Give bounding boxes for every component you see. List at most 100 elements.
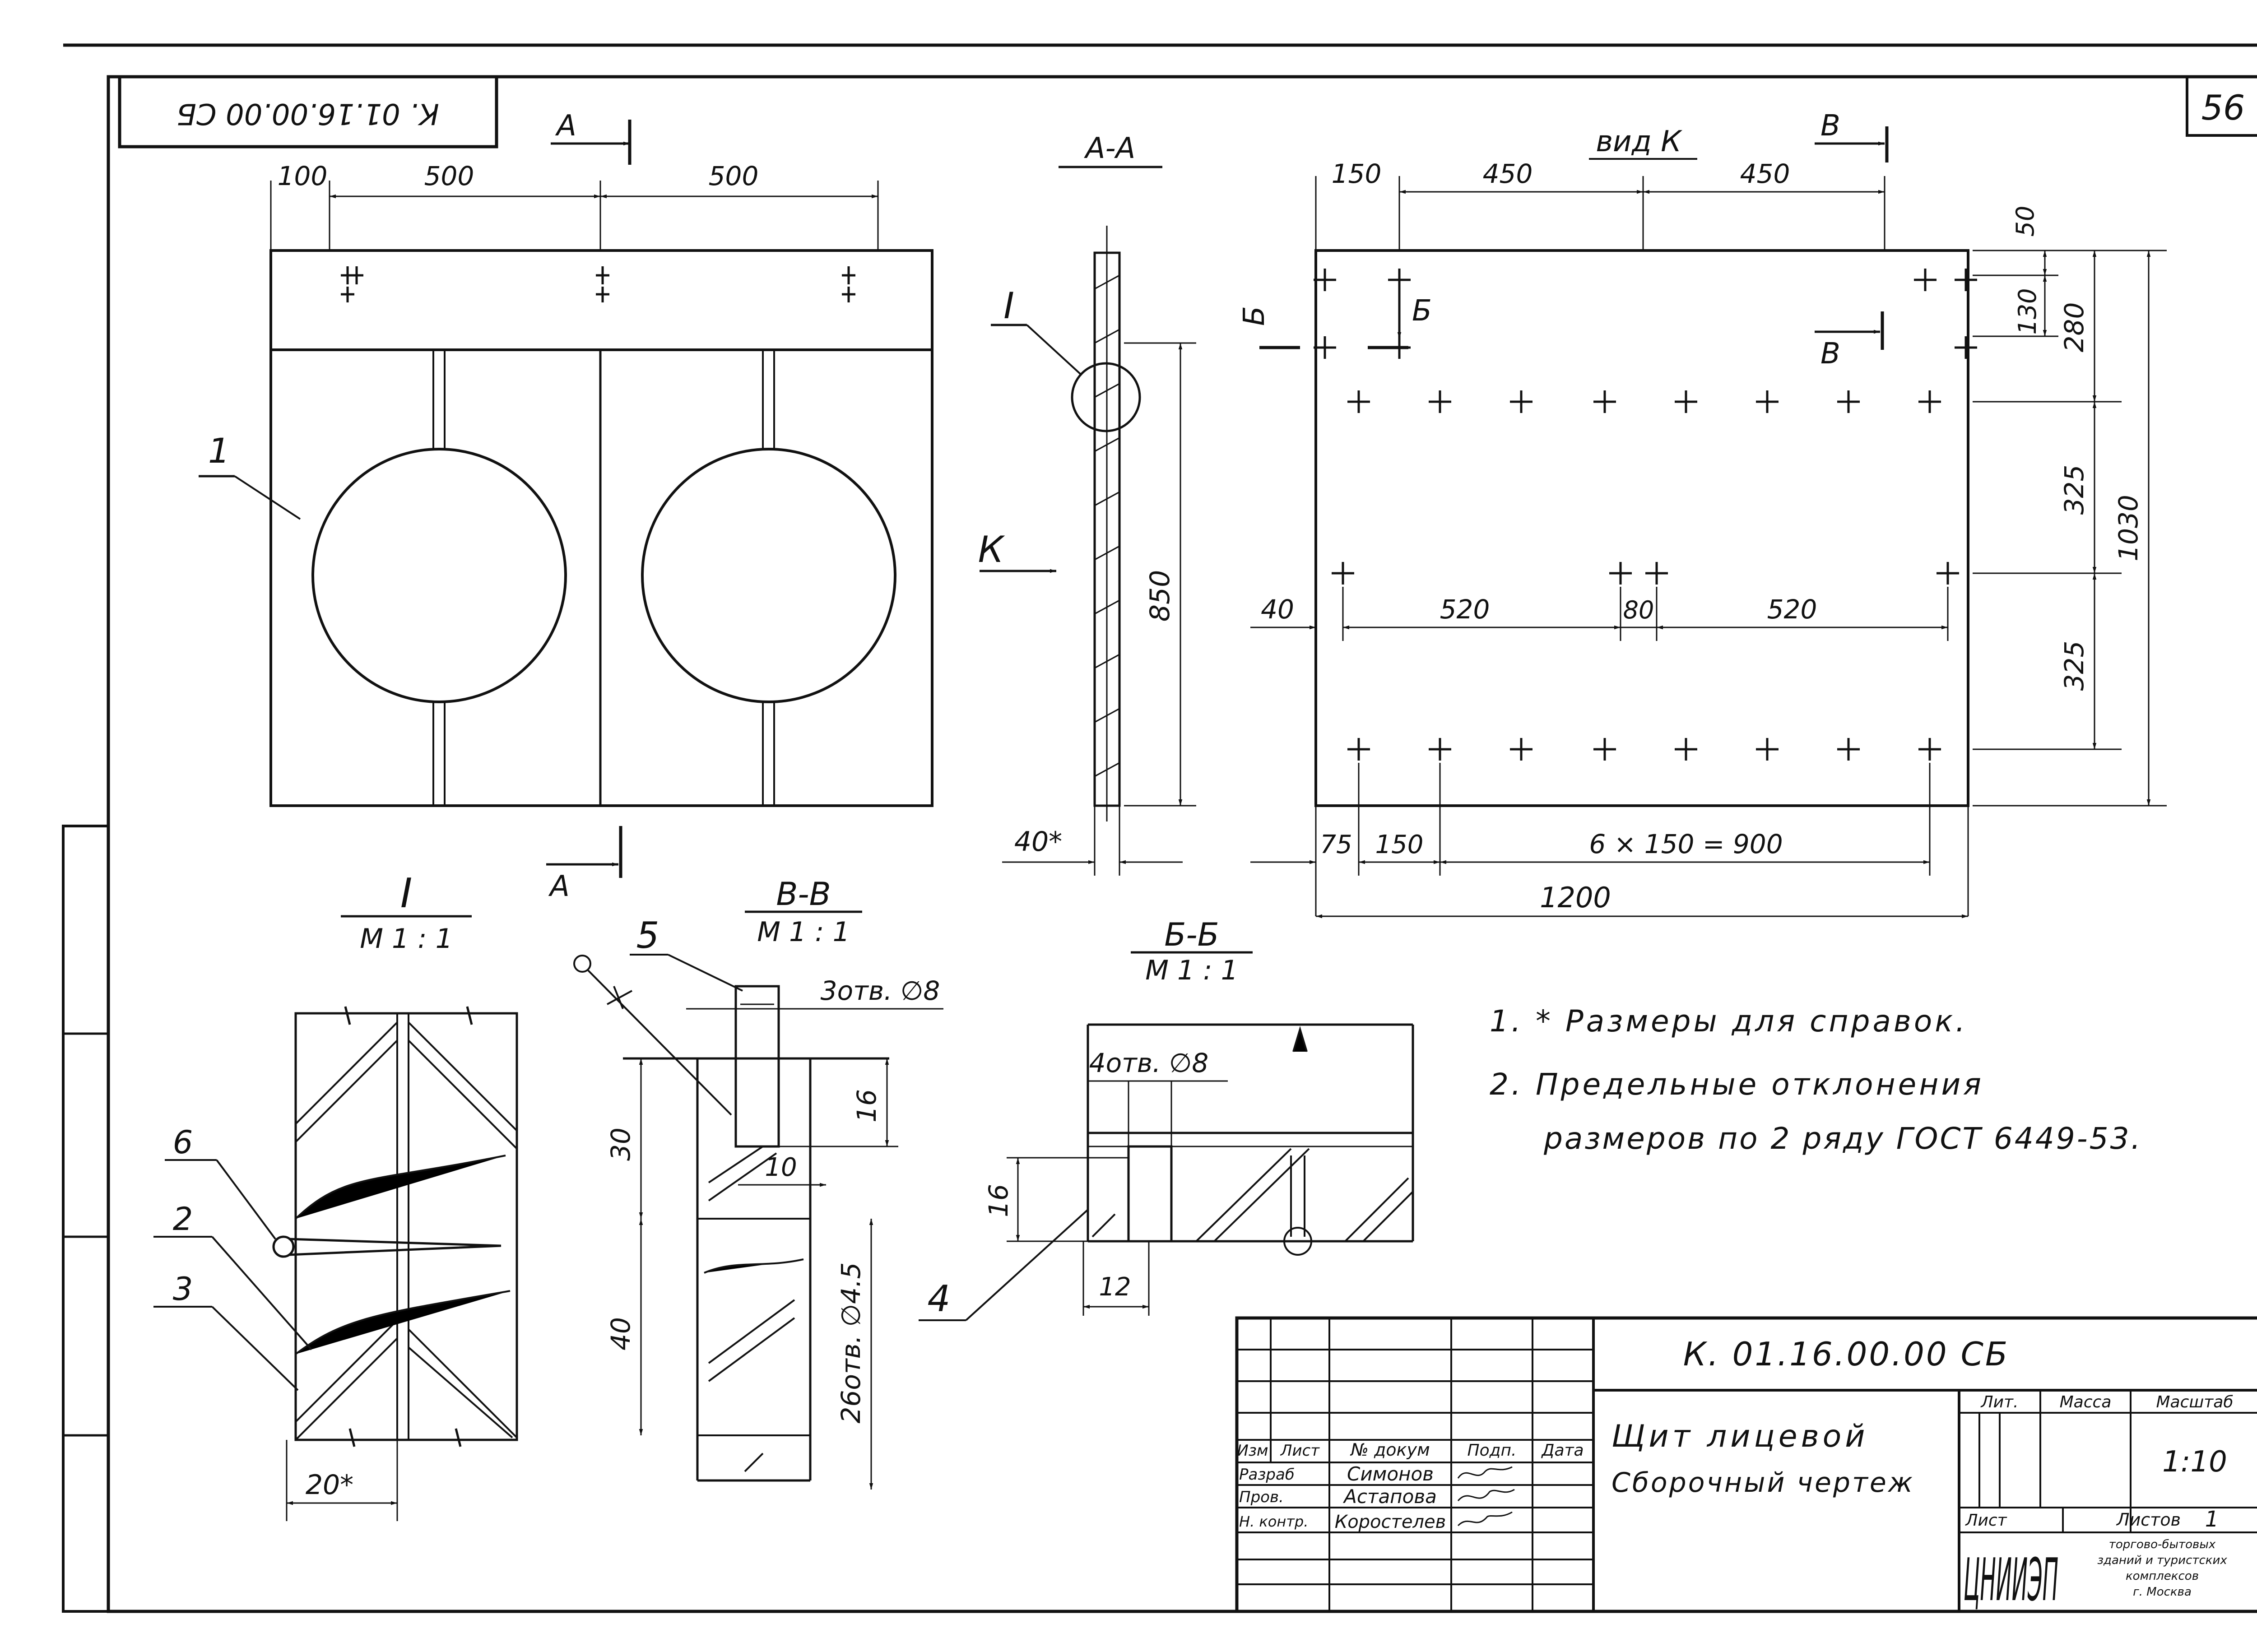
section-vv-dim-40: 40 <box>605 1317 636 1350</box>
tb-header-list: Лист <box>1280 1442 1320 1460</box>
tb-role-developer: Разраб <box>1239 1466 1295 1484</box>
section-b-b: Б-Б М 1 : 1 4отв. ∅8 16 12 4 <box>919 916 1414 1321</box>
section-aa-title: А-А <box>1084 132 1136 165</box>
note-2-continued: размеров по 2 ряду ГОСТ 6449-53. <box>1543 1121 2142 1156</box>
detail-i-scale: М 1 : 1 <box>360 923 453 955</box>
section-vv-scale: М 1 : 1 <box>757 916 850 948</box>
view-k-dim-40: 40 <box>1261 594 1294 625</box>
tb-sheets-value: 1 <box>2205 1507 2219 1532</box>
detail-i-label-2: 2 <box>173 1201 193 1238</box>
front-dim-500-a: 500 <box>424 161 474 191</box>
view-k-dim-1200: 1200 <box>1540 881 1611 914</box>
tb-org-logo: ЦНИИЭП <box>1964 1545 2058 1614</box>
section-vv-dim-16: 16 <box>851 1089 882 1123</box>
detail-i-label-6: 6 <box>173 1124 193 1161</box>
front-dim-100: 100 <box>278 161 328 191</box>
section-bb-scale: М 1 : 1 <box>1145 955 1238 986</box>
section-vv-dim-10: 10 <box>765 1153 797 1182</box>
tb-org-line-2: зданий и туристских <box>2097 1554 2227 1567</box>
view-k-dim-520-b: 520 <box>1767 594 1817 625</box>
view-k-dim-75: 75 <box>1320 830 1352 859</box>
tb-org-line-4: г. Москва <box>2133 1585 2192 1599</box>
detail-i: I М 1 : 1 6 2 3 20* <box>153 870 518 1521</box>
section-vv-title: В-В <box>776 876 831 913</box>
tb-header-izm: Изм <box>1237 1442 1268 1460</box>
view-k-section-b-right: Б <box>1412 294 1432 328</box>
section-bb-title: Б-Б <box>1164 916 1219 953</box>
section-aa-dim-40: 40* <box>1014 826 1062 858</box>
tb-mass-label: Масса <box>2060 1393 2112 1411</box>
front-part-label-1: 1 <box>208 431 230 471</box>
section-mark-a-top: А <box>555 109 576 143</box>
note-2: 2. Предельные отклонения <box>1490 1067 1984 1102</box>
section-a-a: А-А I К 850 40* <box>978 132 1196 876</box>
note-1: 1. * Размеры для справок. <box>1490 1004 1968 1039</box>
page-number: 56 <box>2201 88 2245 128</box>
tb-sheets-label: Листов <box>2116 1510 2181 1530</box>
section-bb-part-label-4: 4 <box>928 1278 951 1320</box>
tb-header-doc: № докум <box>1350 1440 1430 1460</box>
tb-name-normcontrol: Коростелев <box>1335 1512 1446 1532</box>
detail-i-label-3: 3 <box>173 1271 193 1308</box>
section-mark-a-bottom: А <box>548 870 570 903</box>
view-k-section-v-bottom: В <box>1820 337 1840 371</box>
section-aa-detail-mark: I <box>1003 285 1014 327</box>
section-aa-dim-850: 850 <box>1144 570 1176 622</box>
view-k-dim-150-bottom: 150 <box>1375 830 1424 859</box>
view-k-dim-280: 280 <box>2059 302 2090 353</box>
tb-header-date: Дата <box>1541 1441 1584 1460</box>
tb-role-checker: Пров. <box>1239 1488 1284 1506</box>
page-number-box: 56 <box>2186 75 2257 137</box>
tb-lit-label: Лит. <box>1980 1393 2019 1411</box>
title-block: К. 01.16.00.00 СБ Изм Лист № докум Подп.… <box>1235 1316 2257 1614</box>
view-k-dim-150: 150 <box>1332 158 1382 189</box>
tb-sheet-label: Лист <box>1964 1511 2007 1530</box>
tb-name-line1: Щит лицевой <box>1611 1419 1868 1454</box>
rotated-code-stamp: К. 01.16.00.00 СБ <box>118 75 498 148</box>
view-k-dim-520-a: 520 <box>1440 594 1490 625</box>
view-k-dim-325-b: 325 <box>2059 641 2090 691</box>
section-vv-dim-30: 30 <box>605 1128 636 1161</box>
view-k-dim-1030: 1030 <box>2113 495 2144 561</box>
section-vv-part-label-5: 5 <box>636 914 659 956</box>
section-vv-holes-top: 3отв. ∅8 <box>821 975 940 1006</box>
tb-name-line2: Сборочный чертеж <box>1611 1467 1914 1499</box>
tb-signatures <box>1457 1466 1515 1527</box>
tb-name-checker: Астапова <box>1342 1485 1437 1508</box>
notes: 1. * Размеры для справок. 2. Предельные … <box>1490 1004 2142 1156</box>
section-bb-dim-16: 16 <box>983 1184 1014 1217</box>
tb-header-sign: Подп. <box>1468 1441 1517 1460</box>
view-k-dim-80: 80 <box>1623 596 1654 624</box>
front-view: 100 500 500 А А 1 <box>199 109 933 903</box>
tb-org-line-3: комплексов <box>2126 1569 2199 1583</box>
section-bb-dim-12: 12 <box>1099 1272 1131 1302</box>
pipe-opening-right <box>641 448 896 703</box>
tb-designation: К. 01.16.00.00 СБ <box>1683 1335 2010 1373</box>
sheet-frame <box>62 43 2257 1613</box>
view-k-dim-50: 50 <box>2011 206 2039 237</box>
view-k-title: вид К <box>1596 125 1682 158</box>
detail-i-title: I <box>400 870 413 917</box>
view-k-dim-6x150: 6 × 150 = 900 <box>1589 829 1783 859</box>
view-k-dim-325-a: 325 <box>2059 465 2090 515</box>
view-k-dim-450-a: 450 <box>1483 158 1533 189</box>
tb-name-developer: Симонов <box>1347 1463 1434 1485</box>
view-k-section-b-left: Б <box>1238 306 1271 326</box>
view-k-section-v-top: В <box>1820 109 1840 143</box>
view-k: вид К 150 450 450 Б Б В В 50 130 280 325 <box>1238 109 2167 919</box>
tb-scale-value: 1:10 <box>2162 1445 2227 1479</box>
detail-i-dim-20: 20* <box>306 1469 353 1501</box>
view-k-dim-450-b: 450 <box>1740 158 1790 189</box>
tb-scale-label: Масштаб <box>2156 1393 2233 1411</box>
section-aa-view-mark: К <box>978 529 1005 571</box>
section-bb-holes: 4отв. ∅8 <box>1089 1048 1209 1078</box>
section-vv-holes-side: 26отв. ∅4.5 <box>836 1262 866 1424</box>
pipe-opening-left <box>311 448 567 703</box>
tb-role-normcontrol: Н. контр. <box>1239 1513 1308 1530</box>
view-k-dim-130: 130 <box>2013 288 2042 334</box>
rotated-code-text: К. 01.16.00.00 СБ <box>176 97 439 130</box>
tb-org-line-1: торгово-бытовых <box>2109 1538 2216 1551</box>
front-dim-500-b: 500 <box>709 161 759 191</box>
section-v-v: В-В М 1 : 1 5 3отв. ∅8 30 16 10 40 26отв… <box>573 876 943 1490</box>
